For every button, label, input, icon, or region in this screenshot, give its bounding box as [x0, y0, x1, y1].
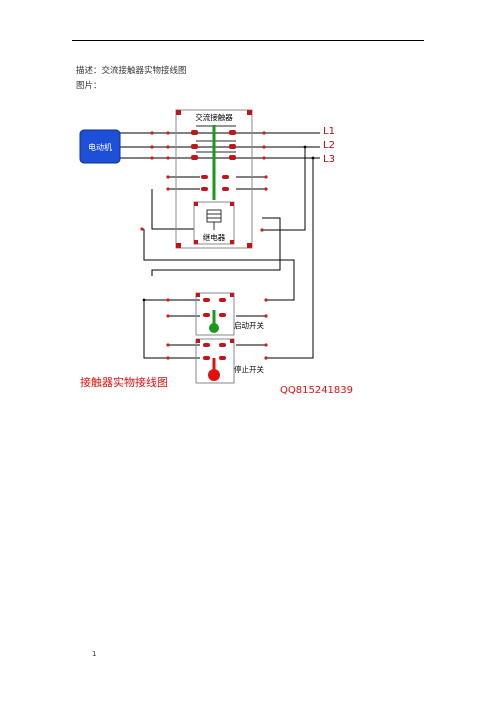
description-text: 描述：交流接触器实物接线图: [76, 66, 187, 76]
stop-switch-label: 停止开关: [234, 364, 264, 374]
picture-label: 图片：: [76, 81, 102, 91]
start-switch: 启动开关: [195, 292, 264, 336]
phase-label-l1: L1: [323, 126, 335, 137]
start-button-icon: [209, 323, 219, 333]
phase-label-l3: L3: [323, 154, 335, 165]
motor: 电动机: [79, 129, 121, 164]
phase-labels: L1 L2 L3: [323, 126, 335, 165]
phase-wires: [120, 132, 320, 359]
start-switch-label: 启动开关: [234, 320, 264, 330]
contactor-label: 交流接触器: [195, 112, 233, 122]
motor-label: 电动机: [88, 142, 112, 152]
diagram-caption: 接触器实物接线图: [80, 375, 168, 389]
relay: 继电器: [193, 201, 235, 245]
page-number: 1: [92, 650, 97, 658]
header-rule: [72, 40, 424, 41]
terminal-dots: [140, 131, 268, 360]
stop-button-icon: [208, 369, 220, 381]
phase-label-l2: L2: [323, 140, 335, 151]
stop-switch: 停止开关: [195, 338, 264, 384]
watermark-text: QQ815241839: [280, 385, 353, 396]
relay-label: 继电器: [203, 232, 226, 242]
contactor-frame: 交流接触器: [175, 109, 253, 249]
